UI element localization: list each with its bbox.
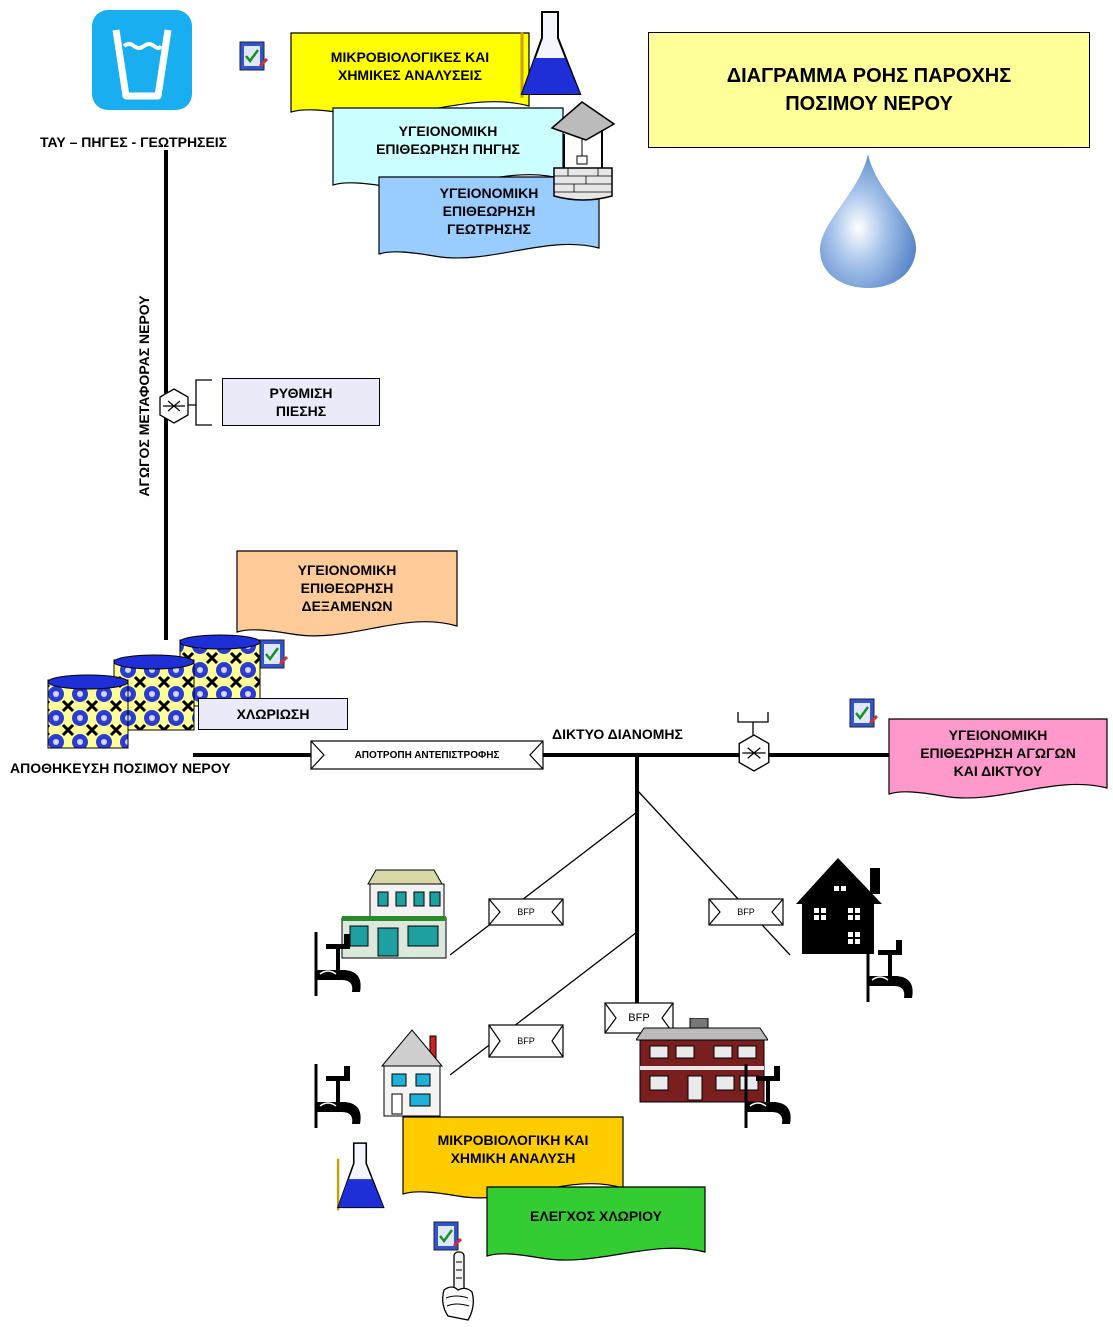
water-glass-icon [92,10,192,110]
doc-text: ΥΓΕΙΟΝΟΜΙΚΗ ΕΠΙΘΕΩΡΗΣΗ ΓΕΩΤΡΗΣΗΣ [439,185,539,238]
storage-label: ΑΠΟΘΗΚΕΥΣΗ ΠΟΣΙΜΟΥ ΝΕΡΟΥ [10,760,231,776]
network-label: ΔΙΚΤΥΟ ΔΙΑΝΟΜΗΣ [552,726,683,742]
bfp-label: BFP [737,907,755,917]
doc-borehole-inspection: ΥΓΕΙΟΝΟΜΙΚΗ ΕΠΙΘΕΩΡΗΣΗ ΓΕΩΤΡΗΣΗΣ [378,176,600,262]
wishing-well-icon [546,98,618,202]
water-drop-icon [816,152,920,290]
doc-network-inspection: ΥΓΕΙΟΝΟΜΙΚΗ ΕΠΙΘΕΩΡΗΣΗ ΑΓΩΓΩΝ ΚΑΙ ΔΙΚΤΥΟ… [888,718,1108,804]
pipe-label: ΑΓΩΓΟΣ ΜΕΤΑΦΟΡΑΣ ΝΕΡΟΥ [136,295,152,497]
bfp-valve: BFP [488,898,564,926]
pressure-regulation-box: ΡΥΘΜΙΣΗ ΠΙΕΣΗΣ [222,378,380,426]
faucet-icon [866,936,918,1004]
doc-shape [378,176,600,259]
doc-text: ΜΙΚΡΟΒΙΟΛΟΓΙΚΕΣ ΚΑΙ ΧΗΜΙΚΕΣ ΑΝΑΛΥΣΕΙΣ [330,49,490,84]
bfp-valve: BFP [708,898,784,926]
doc-text: ΥΓΕΙΟΝΟΜΙΚΗ ΕΠΙΘΕΩΡΗΣΗ ΔΕΞΑΜΕΝΩΝ [297,561,397,614]
doc-shape [486,1186,706,1261]
doc-text: ΥΓΕΙΟΝΟΜΙΚΗ ΕΠΙΘΕΩΡΗΣΗ ΠΗΓΗΣ [376,123,520,158]
doc-text: ΕΛΕΓΧΟΣ ΧΛΩΡΙΟΥ [530,1208,662,1225]
doc-micro-chem-analyses: ΜΙΚΡΟΒΙΟΛΟΓΙΚΕΣ ΚΑΙ ΧΗΜΙΚΕΣ ΑΝΑΛΥΣΕΙΣ [290,32,530,122]
doc-text: ΜΙΚΡΟΒΙΟΛΟΓΙΚΗ ΚΑΙ ΧΗΜΙΚΗ ΑΝΑΛΥΣΗ [437,1132,589,1167]
doc-text: ΥΓΕΙΟΝΟΜΙΚΗ ΕΠΙΘΕΩΡΗΣΗ ΑΓΩΓΩΝ ΚΑΙ ΔΙΚΤΥΟ… [920,727,1076,780]
backflow-prevention: ΑΠΟΤΡΟΠΗ ΑΝΤΕΠΙΣΤΡΟΦΗΣ [310,740,544,770]
bfp-label: BFP [628,1012,650,1024]
house-icon [794,852,890,956]
storage-tanks-icon [44,634,266,752]
diagram-title: ΔΙΑΓΡΑΜΜΑ ΡΟΗΣ ΠΑΡΟΧΗΣ ΠΟΣΙΜΟΥ ΝΕΡΟΥ [648,32,1090,148]
chlorination-box: ΧΛΩΡΙΩΣΗ [198,698,348,730]
house-icon [380,1026,444,1118]
doc-shape [888,718,1108,799]
doc-micro-chem-analysis: ΜΙΚΡΟΒΙΟΛΟΓΙΚΗ ΚΑΙ ΧΗΜΙΚΗ ΑΝΑΛΥΣΗ [402,1116,624,1204]
faucet-icon [314,1062,366,1130]
test-tube-hand-icon [436,1250,480,1322]
pressure-valve-icon [158,388,190,424]
backflow-label: ΑΠΟΤΡΟΠΗ ΑΝΤΕΠΙΣΤΡΟΦΗΣ [354,749,500,761]
doc-chlorine-check: ΕΛΕΓΧΟΣ ΧΛΩΡΙΟΥ [486,1186,706,1266]
bfp-label: BFP [517,907,535,917]
house-icon [338,866,450,960]
pressure-valve-icon [736,734,772,772]
doc-shape [236,550,458,637]
lab-flask-icon [330,1140,390,1212]
doc-spring-inspection: ΥΓΕΙΟΝΟΜΙΚΗ ΕΠΙΘΕΩΡΗΣΗ ΠΗΓΗΣ [332,107,564,195]
faucet-icon [314,930,366,998]
checklist-icon [238,40,268,74]
checklist-icon [848,697,878,731]
source-label: ΤΑΥ – ΠΗΓΕΣ - ΓΕΩΤΡΗΣΕΙΣ [40,134,228,150]
house-icon [636,1018,768,1104]
bfp-valve: BFP [488,1024,564,1058]
bfp-label: BFP [517,1036,535,1046]
faucet-icon [744,1062,796,1130]
doc-tanks-inspection: ΥΓΕΙΟΝΟΜΙΚΗ ΕΠΙΘΕΩΡΗΣΗ ΔΕΞΑΜΕΝΩΝ [236,550,458,642]
lab-flask-icon [516,8,584,100]
checklist-icon [432,1220,462,1254]
